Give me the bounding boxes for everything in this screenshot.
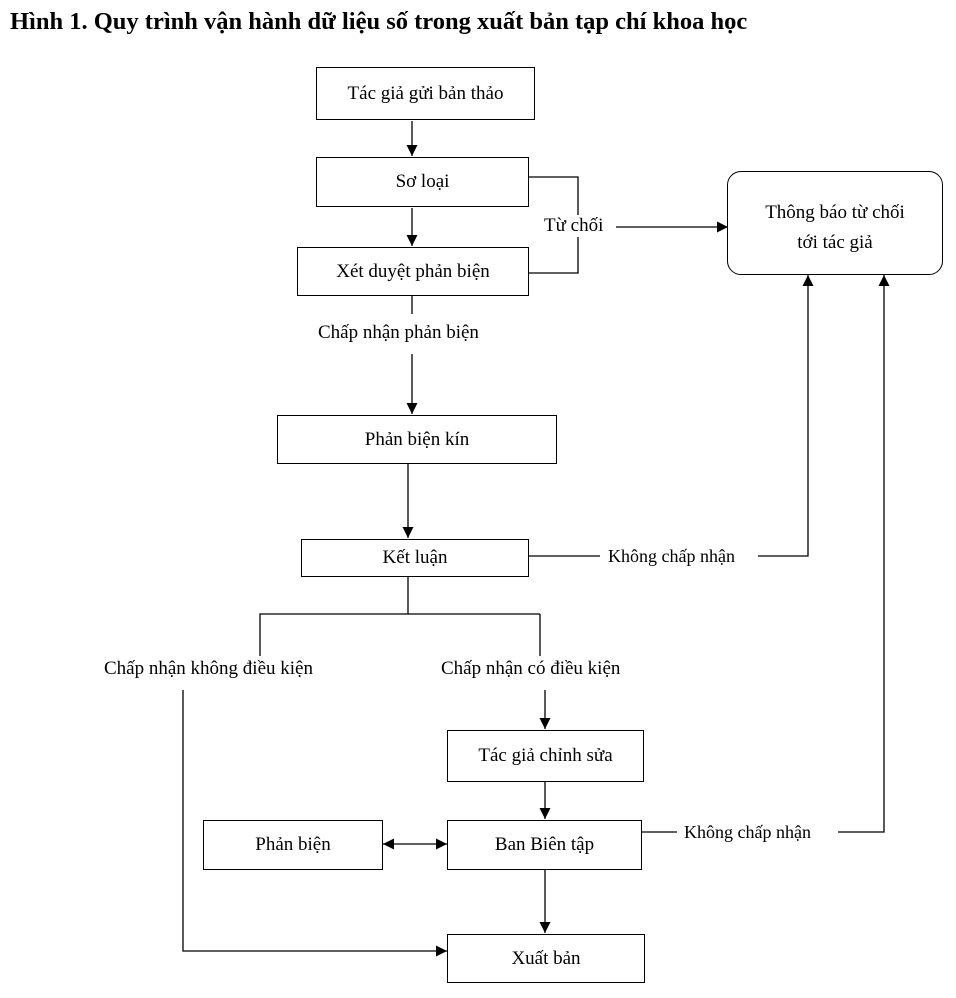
edge-label-not-accepted-2: Không chấp nhận [684,821,811,843]
node-blind-review: Phản biện kín [277,415,557,464]
node-review-approval-label: Xét duyệt phản biện [336,260,490,282]
node-editorial-board: Ban Biên tập [447,820,642,870]
node-submit: Tác giả gửi bản thảo [316,67,535,120]
arrow-unconditional-to-publish [182,690,447,957]
node-author-revise-label: Tác giả chỉnh sửa [478,745,613,766]
node-prescreen: Sơ loại [316,157,529,207]
node-conclusion: Kết luận [301,539,529,577]
conclusion-branch [259,577,409,656]
node-reject-notice-line2: tới tác giả [797,232,873,253]
node-submit-label: Tác giả gửi bản thảo [347,82,504,104]
edge-label-accept-conditional: Chấp nhận có điều kiện [441,658,621,680]
arrow-not-accepted-1-to-notice [758,275,814,557]
node-author-revise: Tác giả chỉnh sửa [447,730,644,782]
edge-label-not-accepted-1: Không chấp nhận [608,545,735,567]
edge-label-accept-review: Chấp nhận phản biện [318,322,479,344]
node-reject-notice: Thông báo từ chối tới tác giả [727,171,943,275]
node-prescreen-label: Sơ loại [395,171,450,192]
node-blind-review-label: Phản biện kín [364,428,470,450]
node-publish: Xuất bản [447,934,645,983]
node-conclusion-label: Kết luận [382,547,448,568]
node-editorial-board-label: Ban Biên tập [494,834,595,855]
node-reviewer: Phản biện [203,820,383,870]
node-reviewer-label: Phản biện [255,834,331,855]
node-review-approval: Xét duyệt phản biện [297,247,529,296]
edge-label-accept-unconditional: Chấp nhận không điều kiện [104,658,313,680]
node-publish-label: Xuất bản [511,947,581,969]
node-reject-notice-line1: Thông báo từ chối [765,202,905,223]
figure-title: Hình 1. Quy trình vận hành dữ liệu số tr… [10,8,748,35]
arrow-not-accepted-2-to-notice [838,275,890,833]
edge-label-reject: Từ chối [544,215,604,237]
